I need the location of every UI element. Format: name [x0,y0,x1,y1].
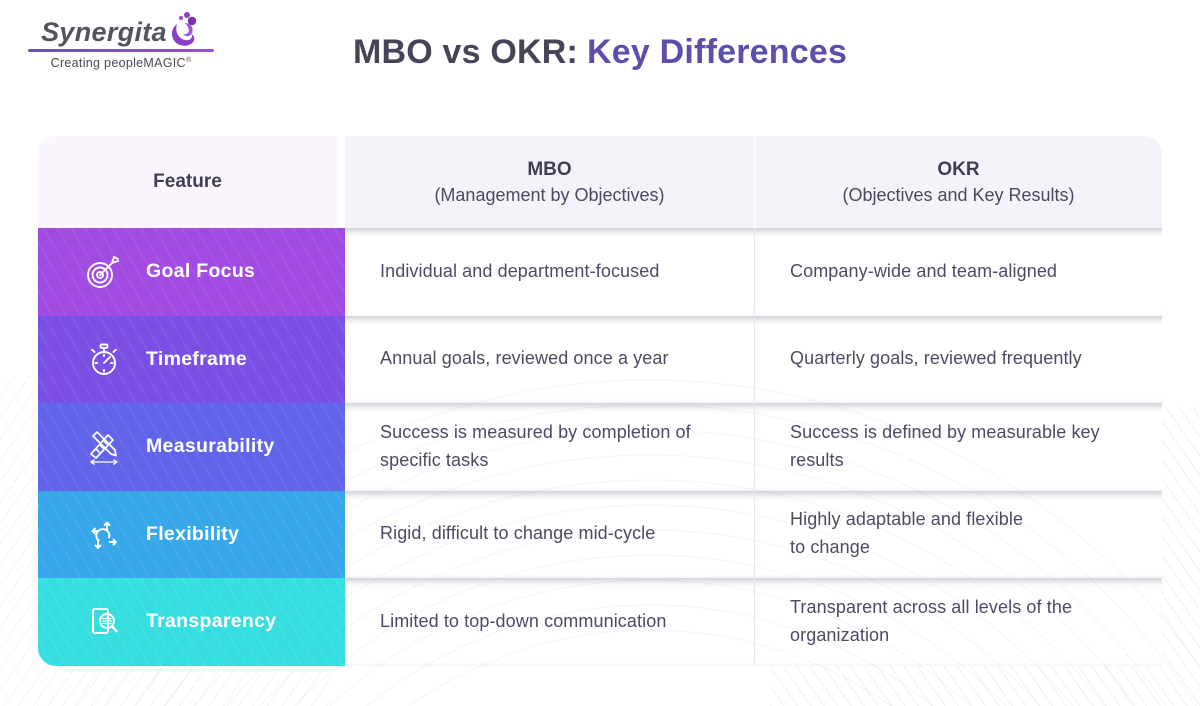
row-values-timeframe: Annual goals, reviewed once a year Quart… [345,315,1162,404]
logo-underline [28,49,214,52]
feature-cell-flexibility: Flexibility [38,490,345,578]
mbo-text: Limited to top-down communication [380,610,667,631]
table-header-row: Feature MBO (Management by Objectives) O… [38,136,1162,228]
okr-text: Highly adaptable and flexible to change [790,509,1024,558]
okr-text: Company-wide and team-aligned [790,260,1058,281]
header-gap [337,136,345,228]
header-okr-subtitle: (Objectives and Key Results) [842,184,1075,205]
mbo-cell-goal-focus: Individual and department-focused [345,228,755,316]
mbo-text: Rigid, difficult to change mid-cycle [380,523,656,544]
feature-label: Goal Focus [146,260,256,283]
row-values-flexibility: Rigid, difficult to change mid-cycle Hig… [345,490,1162,579]
mbo-text: Annual goals, reviewed once a year [380,348,669,369]
table-row-transparency: Transparency Limited to top-down communi… [38,578,1162,666]
synergita-logo-icon [167,10,201,48]
okr-text: Transparent across all levels of the org… [790,596,1073,645]
okr-cell-timeframe: Quarterly goals, reviewed frequently [755,316,1162,404]
doc-magnifier-icon [84,602,124,642]
feature-cell-transparency: Transparency [38,578,345,666]
ruler-pencil-icon [84,427,124,467]
feature-label: Transparency [146,610,277,633]
feature-cell-timeframe: Timeframe [38,315,345,403]
brand-name: Synergita [41,17,167,47]
mbo-cell-transparency: Limited to top-down communication [345,578,755,666]
mbo-cell-flexibility: Rigid, difficult to change mid-cycle [345,490,755,578]
header-mbo: MBO (Management by Objectives) [345,136,755,228]
table-row-timeframe: Timeframe Annual goals, reviewed once a … [38,315,1162,404]
okr-cell-transparency: Transparent across all levels of the org… [755,578,1162,666]
row-values-measurability: Success is measured by completion of spe… [345,403,1162,491]
header-columns: MBO (Management by Objectives) OKR (Obje… [345,136,1162,228]
okr-text: Quarterly goals, reviewed frequently [790,348,1082,369]
row-values-transparency: Limited to top-down communication Transp… [345,578,1162,666]
header-okr-name: OKR [937,158,980,180]
header-mbo-name: MBO [527,158,572,180]
target-arrow-icon [84,252,124,292]
header-feature: Feature [38,136,337,228]
tagline-text: Creating peopleMAGIC [50,56,186,70]
flex-arrows-icon [84,514,124,554]
mbo-text: Success is measured by completion of spe… [380,421,691,470]
stopwatch-icon [84,339,124,379]
feature-cell-goal-focus: Goal Focus [38,228,345,316]
logo-tagline: Creating peopleMAGIC® [28,56,214,70]
okr-cell-goal-focus: Company-wide and team-aligned [755,228,1162,316]
okr-cell-flexibility: Highly adaptable and flexible to change [755,491,1162,579]
header-mbo-subtitle: (Management by Objectives) [434,184,665,205]
feature-label: Flexibility [146,522,240,545]
okr-cell-measurability: Success is defined by measurable key res… [755,403,1162,491]
registered-mark: ® [185,56,192,64]
synergita-logo: Synergita Creating peopleMAGIC® [28,10,214,70]
mbo-cell-measurability: Success is measured by completion of spe… [345,403,755,491]
header-okr: OKR (Objectives and Key Results) [755,136,1162,228]
comparison-table: Feature MBO (Management by Objectives) O… [38,136,1162,666]
title-prefix: MBO vs OKR: [352,33,579,71]
table-row-flexibility: Flexibility Rigid, difficult to change m… [38,490,1162,579]
feature-label: Timeframe [146,347,247,370]
row-values-goal-focus: Individual and department-focused Compan… [345,228,1162,316]
okr-text: Success is defined by measurable key res… [790,421,1100,470]
feature-label: Measurability [146,435,275,458]
table-row-measurability: Measurability Success is measured by com… [38,403,1162,491]
feature-cell-measurability: Measurability [38,403,345,491]
page-title: MBO vs OKR:Key Differences [0,33,1200,72]
title-highlight: Key Differences [587,33,848,71]
mbo-cell-timeframe: Annual goals, reviewed once a year [345,315,755,403]
table-row-goal-focus: Goal Focus Individual and department-foc… [38,228,1162,316]
mbo-text: Individual and department-focused [380,260,660,281]
